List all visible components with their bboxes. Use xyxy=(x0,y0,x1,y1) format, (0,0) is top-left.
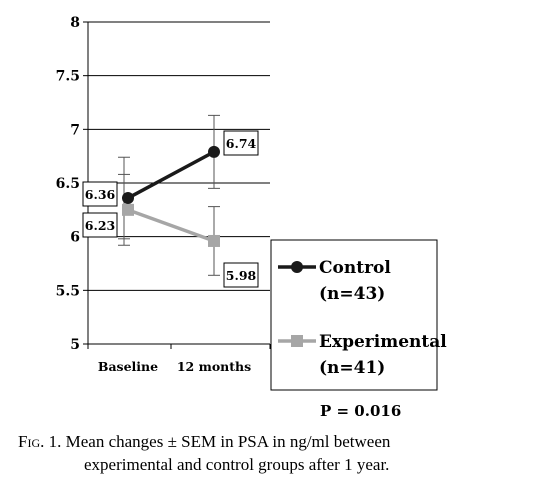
figure-caption: Fig. 1. Mean changes ± SEM in PSA in ng/… xyxy=(18,430,528,476)
legend-control-name: Control xyxy=(319,258,391,278)
legend-experimental-marker xyxy=(291,335,303,347)
control-data-label-0: 6.36 xyxy=(85,187,116,202)
experimental-data-label-box-0 xyxy=(82,212,118,238)
experimental-point-0 xyxy=(122,203,134,216)
legend-experimental-n: (n=41) xyxy=(319,358,385,378)
x-tick-label-1: 12 months xyxy=(177,359,251,374)
y-tick-label-3: 6.5 xyxy=(56,176,80,192)
p-value-annotation: P = 0.016 xyxy=(320,402,402,420)
legend-experimental-name: Experimental xyxy=(319,332,447,352)
x-tick-label-0: Baseline xyxy=(98,359,158,374)
experimental-point-1 xyxy=(208,234,220,247)
legend: Control (n=43) Experimental (n=41) xyxy=(270,239,447,391)
control-series-line xyxy=(127,150,215,200)
control-point-0 xyxy=(122,192,134,205)
control-point-1 xyxy=(208,145,220,158)
x-tick-labels: Baseline 12 months xyxy=(98,359,251,374)
legend-control-n: (n=43) xyxy=(319,284,385,304)
caption-line-1: Mean changes ± SEM in PSA in ng/ml betwe… xyxy=(65,432,391,451)
y-tick-label-1: 5.5 xyxy=(56,283,80,299)
control-data-label-box-1 xyxy=(223,130,259,156)
series xyxy=(118,114,220,276)
y-tick-label-4: 7 xyxy=(70,122,80,138)
caption-line-2: experimental and control groups after 1 … xyxy=(84,455,390,474)
y-tick-label-5: 7.5 xyxy=(56,69,80,85)
gridlines xyxy=(88,21,270,291)
y-tick-label-6: 8 xyxy=(70,15,80,31)
experimental-series-line xyxy=(127,208,215,243)
experimental-data-label-box-1 xyxy=(223,262,259,288)
y-tick-label-0: 5 xyxy=(70,337,80,353)
caption-prefix: Fig. 1. xyxy=(18,432,62,451)
legend-control-marker xyxy=(291,261,303,273)
y-tick-labels: 5 5.5 6 6.5 7 7.5 8 xyxy=(56,15,80,353)
experimental-data-label-1: 5.98 xyxy=(226,268,257,283)
control-data-label-box-0 xyxy=(82,181,118,207)
line-chart: 5 5.5 6 6.5 7 7.5 8 Baseline 12 months 6.36 6.74… xyxy=(56,15,447,391)
experimental-data-label-0: 6.23 xyxy=(85,218,115,233)
control-data-label-1: 6.74 xyxy=(226,136,257,151)
data-labels: 6.36 6.74 6.23 5.98 xyxy=(82,130,259,288)
y-tick-label-2: 6 xyxy=(70,230,80,246)
